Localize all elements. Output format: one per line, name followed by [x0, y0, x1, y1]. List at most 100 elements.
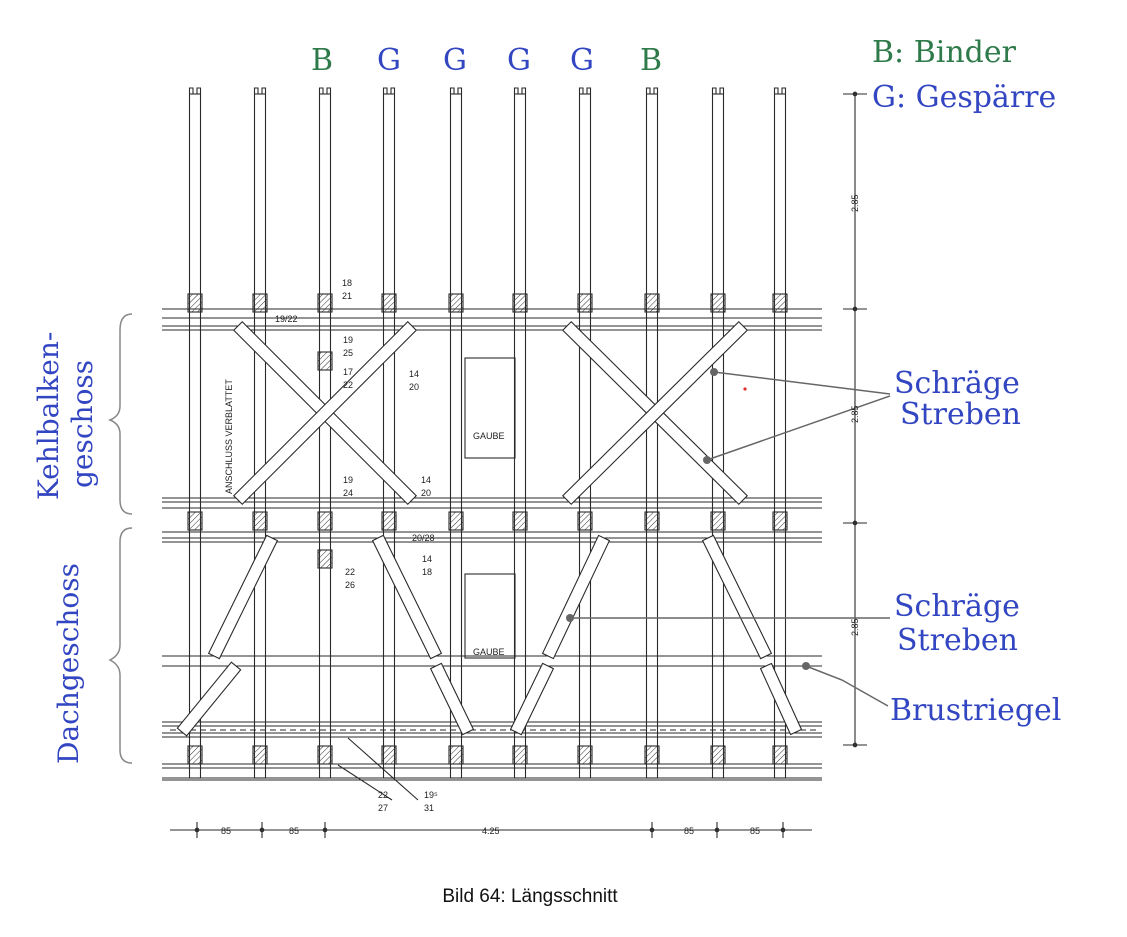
beam-section-0-9 — [772, 293, 788, 313]
leader-22-27 — [337, 764, 393, 801]
dimension-labels: 2.85 2.85 2.85 85 85 4.25 85 85 — [221, 194, 860, 836]
brace-lower-5 — [176, 661, 242, 737]
rafter-top-notch-8 — [645, 87, 659, 94]
dimension-dot-h-1 — [259, 827, 265, 833]
label-22-27-top: 22 — [378, 790, 388, 800]
annotation-schraege-lower-line2: Streben — [897, 623, 1018, 658]
label-17-22-bottom: 22 — [343, 380, 353, 390]
label-gaube-lower: GAUBE — [473, 647, 505, 657]
label-19-5-31-top: 19⁵ — [424, 790, 438, 800]
figure-caption: Bild 64: Längsschnitt — [442, 886, 618, 907]
dimension-dot-v-1 — [852, 306, 858, 312]
annotation-schraege-upper-line1: Schräge — [894, 366, 1020, 401]
side-label-kehlbalken-line2: geschoss — [66, 360, 99, 488]
rafter-3 — [318, 93, 332, 779]
label-14-20a-top: 14 — [409, 369, 419, 379]
label-anschluss-verblattet: ANSCHLUSS VERBLATTET — [224, 379, 234, 494]
legend-gesparre: G: Gespärre — [872, 80, 1056, 115]
dimension-dot-v-3 — [852, 742, 858, 748]
header-letter-gesparre-1: G — [377, 43, 401, 78]
beam-section-1-2 — [317, 511, 333, 531]
rafter-top-notch-6 — [513, 87, 527, 94]
label-22-27-bottom: 27 — [378, 803, 388, 813]
dimension-vertical-top: 2.85 — [850, 194, 860, 212]
dimension-horizontal-5: 85 — [750, 826, 760, 836]
label-22-26-top: 22 — [345, 567, 355, 577]
beam-section-2-1 — [252, 745, 268, 765]
header-letter-binder-left: B — [311, 43, 333, 78]
beam-section-2-7 — [644, 745, 660, 765]
annotation-brustriegel: Brustriegel — [890, 693, 1061, 728]
dimension-vertical-middle: 2.85 — [850, 405, 860, 423]
label-14-18-bottom: 18 — [422, 567, 432, 577]
rafter-top-notch-2 — [253, 87, 267, 94]
label-14-20a-bottom: 20 — [409, 382, 419, 392]
brace-lower-1 — [207, 534, 279, 660]
dimension-horizontal-3: 4.25 — [482, 826, 500, 836]
beam-section-2-9 — [772, 745, 788, 765]
label-19-25-top: 19 — [343, 335, 353, 345]
brace-lower-8 — [759, 662, 803, 736]
label-14-20b-bottom: 20 — [421, 488, 431, 498]
dimension-horizontal-1: 85 — [221, 826, 231, 836]
dimension-horizontal-2: 85 — [289, 826, 299, 836]
dimension-dot-v-2 — [852, 520, 858, 526]
side-label-kehlbalken: Kehlbalken- geschoss — [32, 323, 99, 500]
side-label-dachgeschoss: Dachgeschoss — [52, 563, 85, 764]
dimension-dot-h-5 — [780, 827, 786, 833]
rafter-top-notch-9 — [711, 87, 725, 94]
beam-section-2-4 — [448, 745, 464, 765]
header-letter-gesparre-2: G — [443, 43, 467, 78]
rafter-2 — [253, 93, 267, 779]
beam-section-0-4 — [448, 293, 464, 313]
rafter-7 — [578, 93, 592, 779]
label-17-22-top: 17 — [343, 367, 353, 377]
beam-section-1-0 — [187, 511, 203, 531]
dimension-dot-h-3 — [649, 827, 655, 833]
annotation-schraege-streben-upper: Schräge Streben — [894, 366, 1029, 432]
label-20-28: 20/28 — [412, 533, 435, 543]
dimension-dot-h-0 — [194, 827, 200, 833]
header-letter-gesparre-3: G — [507, 43, 531, 78]
side-label-kehlbalken-line1: Kehlbalken- — [32, 332, 65, 500]
timber-frame-structure — [162, 87, 867, 838]
label-gaube-upper: GAUBE — [473, 431, 505, 441]
dimension-horizontal-4: 85 — [684, 826, 694, 836]
dimension-dot-v-0 — [852, 91, 858, 97]
beam-section-2-6 — [577, 745, 593, 765]
beam-section-1-1 — [252, 511, 268, 531]
beam-section-0-1 — [252, 293, 268, 313]
brace-lower-2 — [371, 534, 443, 660]
label-22-26-bottom: 26 — [345, 580, 355, 590]
beam-section-0-2 — [317, 293, 333, 313]
label-18-21-top: 18 — [342, 278, 352, 288]
beam-section-2-5 — [512, 745, 528, 765]
rafter-6 — [513, 93, 527, 779]
beam-section-1-3 — [381, 511, 397, 531]
beam-section-0-0 — [187, 293, 203, 313]
annotation-schraege-lower-line1: Schräge — [894, 589, 1020, 624]
annotation-schraege-streben-lower: Schräge Streben — [894, 589, 1029, 658]
rafter-top-notch-10 — [773, 87, 787, 94]
rafter-5 — [449, 93, 463, 779]
rafter-top-notch-1 — [188, 87, 202, 94]
beam-section-0-5 — [512, 293, 528, 313]
label-19-24-bottom: 24 — [343, 488, 353, 498]
beam-section-2-2 — [317, 745, 333, 765]
rafter-1 — [188, 93, 202, 779]
dimension-dot-h-4 — [714, 827, 720, 833]
beam-section-2-8 — [710, 745, 726, 765]
beam-section-1-7 — [644, 511, 660, 531]
brace-lower-7 — [509, 662, 555, 736]
brace-upper-2 — [232, 320, 418, 506]
beam-section-0-8 — [710, 293, 726, 313]
beam-section-1-5 — [512, 511, 528, 531]
